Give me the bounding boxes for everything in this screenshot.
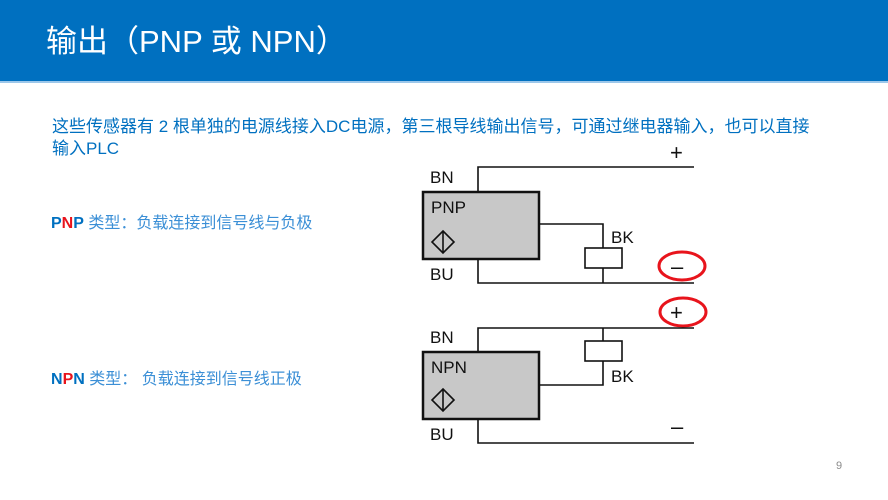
npn-code-letter-1: N xyxy=(51,371,63,388)
npn-minus-symbol: – xyxy=(671,414,684,439)
npn-wiring-diagram: + BN BK NPN BU – xyxy=(421,296,708,444)
pnp-highlight-circle xyxy=(657,250,707,282)
npn-load-relay xyxy=(584,340,623,362)
npn-code-letter-3: N xyxy=(73,371,85,388)
pnp-code-letter-1: P xyxy=(51,215,62,232)
npn-type-label: 类型： 负载连接到信号线正极 xyxy=(84,371,302,388)
pnp-wiring-diagram: + BN PNP BK BU – xyxy=(421,140,707,284)
npn-bu-label: BU xyxy=(430,425,454,444)
pnp-bu-label: BU xyxy=(430,265,454,284)
npn-code-letter-2: P xyxy=(62,371,74,388)
npn-sensor-label: NPN xyxy=(431,358,467,377)
pnp-minus-symbol: – xyxy=(671,254,684,279)
pnp-code-letter-3: P xyxy=(73,215,84,232)
npn-highlight-circle xyxy=(658,296,708,328)
proximity-sensor-icon xyxy=(430,387,456,413)
pnp-type-description: PNP 类型：负载连接到信号线与负极 xyxy=(51,213,312,235)
npn-bn-wire xyxy=(477,327,694,352)
pnp-bn-wire xyxy=(477,166,694,192)
npn-bu-wire xyxy=(477,419,694,444)
pnp-bk-wire xyxy=(539,223,604,248)
title-bar xyxy=(0,0,888,81)
intro-paragraph: 这些传感器有 2 根单独的电源线接入DC电源，第三根导线输出信号，可通过继电器输… xyxy=(52,117,810,158)
slide-title: 输出（PNP 或 NPN） xyxy=(46,24,347,59)
pnp-code-letter-2: N xyxy=(61,215,74,232)
title-bar-divider xyxy=(0,81,888,83)
pnp-type-label: 类型：负载连接到信号线与负极 xyxy=(83,215,313,232)
proximity-sensor-icon xyxy=(430,229,456,255)
page-number: 9 xyxy=(836,460,843,472)
pnp-code: PNP xyxy=(51,215,84,232)
npn-type-description: NPN 类型： 负载连接到信号线正极 xyxy=(51,369,302,391)
pnp-load-relay xyxy=(584,247,623,269)
pnp-bk-label: BK xyxy=(611,228,634,247)
npn-bk-wire xyxy=(539,361,604,386)
pnp-plus-symbol: + xyxy=(670,140,683,165)
npn-plus-symbol: + xyxy=(670,300,683,325)
pnp-bu-wire xyxy=(477,259,694,284)
pnp-sensor-label: PNP xyxy=(431,198,466,217)
pnp-bn-label: BN xyxy=(430,168,454,187)
npn-bk-label: BK xyxy=(611,367,634,386)
npn-code: NPN xyxy=(51,371,85,388)
npn-bn-label: BN xyxy=(430,328,454,347)
